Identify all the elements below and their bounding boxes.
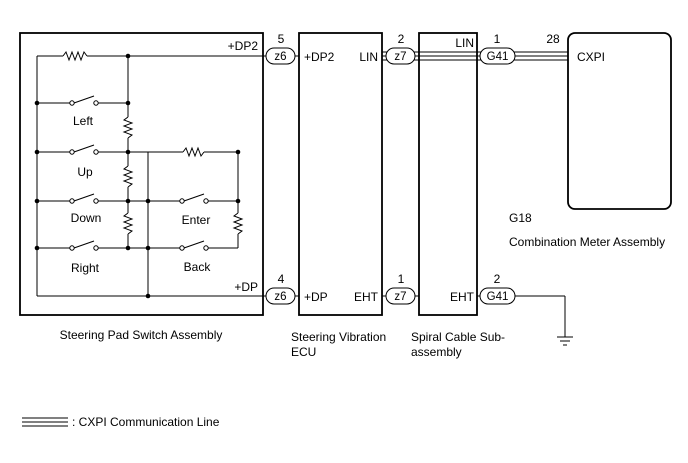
- legend-cxpi-symbol: [22, 417, 68, 427]
- connector-z7-top: [385, 47, 416, 65]
- cable-terminal-eht: EHT: [450, 290, 475, 304]
- connector-g41-top-code: G41: [487, 51, 509, 63]
- connector-z6-top-code: z6: [274, 51, 286, 63]
- steering-pad-name: Steering Pad Switch Assembly: [60, 328, 223, 342]
- connector-z7-bottom-code: z7: [394, 291, 406, 303]
- meter-box: [567, 32, 672, 210]
- switch-label-back: Back: [184, 260, 212, 274]
- connector-z6-bottom-pin: 4: [278, 272, 285, 286]
- connector-g41-bottom: [479, 287, 516, 305]
- spiral-cable-box: [418, 32, 478, 316]
- connector-g41-top-pin: 1: [494, 32, 501, 46]
- connector-g41-top: [479, 47, 516, 65]
- connector-z7-top-code: z7: [394, 51, 406, 63]
- vibration-ecu-name-line1: Steering Vibration: [291, 330, 386, 344]
- switch-label-up: Up: [77, 165, 93, 179]
- switch-label-left: Left: [73, 114, 94, 128]
- ecu-terminal-eht: EHT: [354, 290, 379, 304]
- meter-code: G18: [509, 211, 532, 225]
- vibration-ecu-box: [298, 32, 383, 316]
- connector-z6-bottom: [265, 287, 296, 305]
- connector-z7-bottom: [385, 287, 416, 305]
- vibration-ecu-name-line2: ECU: [291, 345, 316, 359]
- ecu-terminal-dp: +DP: [304, 290, 328, 304]
- spiral-cable-name-line1: Spiral Cable Sub-: [411, 330, 505, 344]
- cable-terminal-lin: LIN: [455, 36, 474, 50]
- ecu-terminal-dp2: +DP2: [304, 50, 335, 64]
- pad-terminal-dp: +DP: [234, 280, 258, 294]
- switch-label-down: Down: [71, 211, 102, 225]
- legend-text: : CXPI Communication Line: [72, 415, 220, 429]
- meter-terminal-cxpi: CXPI: [577, 50, 605, 64]
- meter-pin-number: 28: [546, 32, 560, 46]
- switch-label-right: Right: [71, 261, 100, 275]
- pad-terminal-dp2: +DP2: [228, 39, 259, 53]
- switch-label-enter: Enter: [182, 213, 211, 227]
- steering-pad-box: [19, 32, 264, 316]
- spiral-cable-name-line2: assembly: [411, 345, 462, 359]
- connector-z6-top-pin: 5: [278, 32, 285, 46]
- connector-z7-top-pin: 2: [398, 32, 405, 46]
- connector-z6-top: [265, 47, 296, 65]
- connector-z6-bottom-code: z6: [274, 291, 286, 303]
- connector-z7-bottom-pin: 1: [398, 272, 405, 286]
- pad-internal-wiring: [34, 50, 263, 299]
- connector-g41-bottom-pin: 2: [494, 272, 501, 286]
- meter-name: Combination Meter Assembly: [509, 235, 665, 249]
- ecu-terminal-lin: LIN: [359, 50, 378, 64]
- connector-g41-bottom-code: G41: [487, 291, 509, 303]
